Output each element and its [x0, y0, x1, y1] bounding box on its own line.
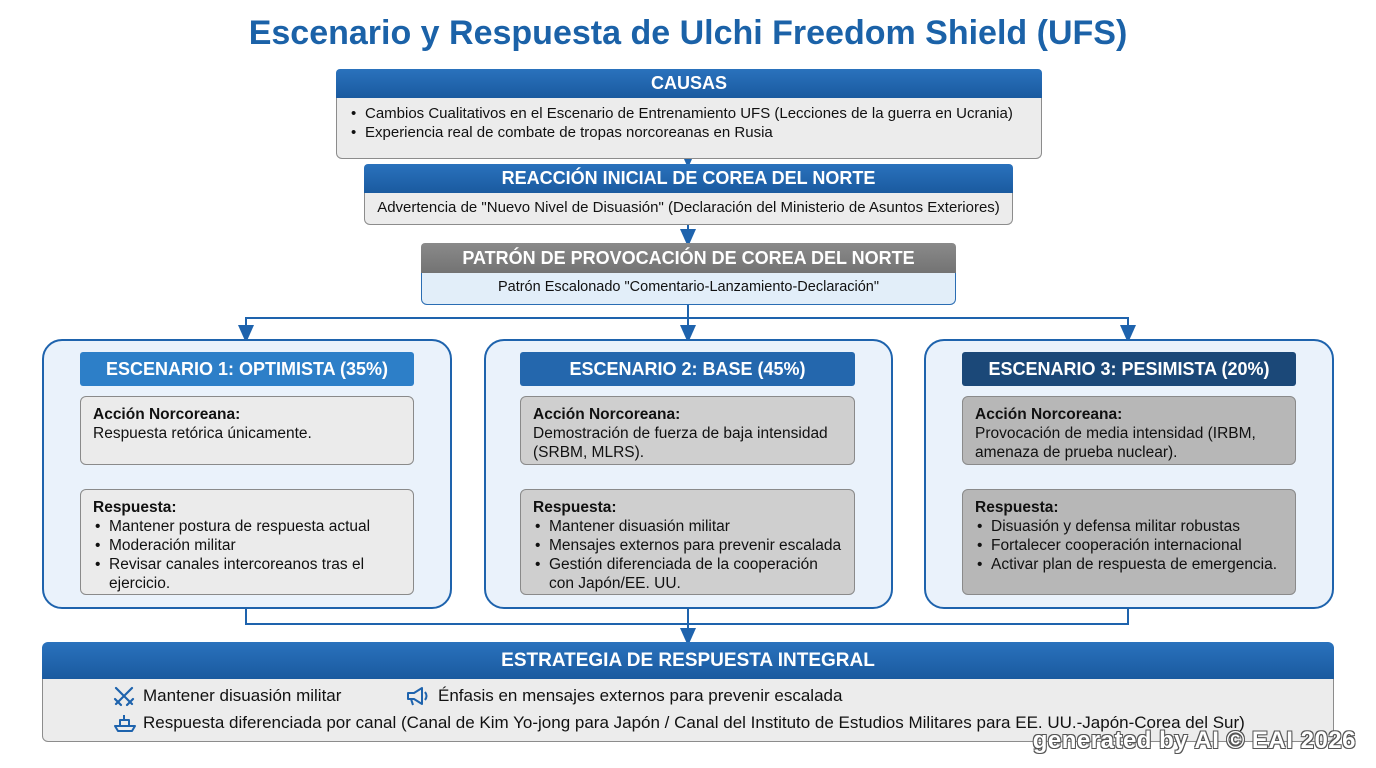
scenario-3-response-label: Respuesta:: [975, 499, 1059, 516]
estrategia-box: ESTRATEGIA DE RESPUESTA INTEGRAL Mantene…: [42, 642, 1334, 742]
response-item: Moderación militar: [93, 536, 403, 555]
scenario-1-response-label: Respuesta:: [93, 499, 177, 516]
response-item: Gestión diferenciada de la cooperación c…: [533, 555, 844, 593]
response-item: Disuasión y defensa militar robustas: [975, 517, 1285, 536]
scenario-1-response-card: Respuesta: Mantener postura de respuesta…: [80, 489, 414, 595]
estrategia-item: Mantener disuasión militar: [143, 686, 342, 705]
scenario-2-action-card: Acción Norcoreana: Demostración de fuerz…: [520, 396, 855, 465]
scenario-2-response-card: Respuesta: Mantener disuasión militar Me…: [520, 489, 855, 595]
estrategia-body: Mantener disuasión militar Énfasis en me…: [42, 679, 1334, 742]
scenario-2-response-label: Respuesta:: [533, 499, 617, 516]
causas-body: Cambios Cualitativos en el Escenario de …: [336, 98, 1042, 159]
reaccion-text: Advertencia de "Nuevo Nivel de Disuasión…: [364, 193, 1013, 225]
reaccion-box: REACCIÓN INICIAL DE COREA DEL NORTE Adve…: [364, 164, 1013, 225]
causas-item: Experiencia real de combate de tropas no…: [349, 123, 1031, 142]
response-item: Mensajes externos para prevenir escalada: [533, 536, 844, 555]
patron-box: PATRÓN DE PROVOCACIÓN DE COREA DEL NORTE…: [421, 243, 956, 305]
scenario-1-action-text: Respuesta retórica únicamente.: [93, 425, 312, 442]
watermark: generated by AI © EAI 2026: [1032, 727, 1356, 754]
estrategia-item: Énfasis en mensajes externos para preven…: [438, 686, 843, 705]
scenario-3-response-list: Disuasión y defensa militar robustas For…: [975, 517, 1285, 574]
scenario-1-action-card: Acción Norcoreana: Respuesta retórica ún…: [80, 396, 414, 465]
scenario-3-action-text: Provocación de media intensidad (IRBM, a…: [975, 425, 1256, 461]
ship-icon: [113, 712, 137, 739]
megaphone-icon: [406, 685, 430, 712]
page-title: Escenario y Respuesta de Ulchi Freedom S…: [248, 14, 1128, 52]
causas-header: CAUSAS: [336, 69, 1042, 98]
response-item: Fortalecer cooperación internacional: [975, 536, 1285, 555]
scenario-2-response-list: Mantener disuasión militar Mensajes exte…: [533, 517, 844, 593]
causas-list: Cambios Cualitativos en el Escenario de …: [349, 104, 1031, 142]
scenario-1-action-label: Acción Norcoreana:: [93, 406, 241, 423]
scenario-3-action-label: Acción Norcoreana:: [975, 406, 1123, 423]
causas-item: Cambios Cualitativos en el Escenario de …: [349, 104, 1031, 123]
estrategia-item: Respuesta diferenciada por canal (Canal …: [143, 713, 1245, 732]
scenario-2-action-label: Acción Norcoreana:: [533, 406, 681, 423]
causas-box: CAUSAS Cambios Cualitativos en el Escena…: [336, 69, 1042, 159]
scenario-2-title: ESCENARIO 2: BASE (45%): [520, 352, 855, 386]
patron-text: Patrón Escalonado "Comentario-Lanzamient…: [421, 273, 956, 305]
crossed-swords-icon: [113, 685, 135, 712]
scenario-3-title: ESCENARIO 3: PESIMISTA (20%): [962, 352, 1296, 386]
response-item: Mantener disuasión militar: [533, 517, 844, 536]
patron-header: PATRÓN DE PROVOCACIÓN DE COREA DEL NORTE: [421, 243, 956, 273]
response-item: Revisar canales intercoreanos tras el ej…: [93, 555, 403, 593]
estrategia-header: ESTRATEGIA DE RESPUESTA INTEGRAL: [42, 642, 1334, 679]
scenario-1-title: ESCENARIO 1: OPTIMISTA (35%): [80, 352, 414, 386]
scenario-1-response-list: Mantener postura de respuesta actual Mod…: [93, 517, 403, 593]
reaccion-header: REACCIÓN INICIAL DE COREA DEL NORTE: [364, 164, 1013, 193]
response-item: Mantener postura de respuesta actual: [93, 517, 403, 536]
scenario-3-action-card: Acción Norcoreana: Provocación de media …: [962, 396, 1296, 465]
scenario-3-response-card: Respuesta: Disuasión y defensa militar r…: [962, 489, 1296, 595]
scenario-2-action-text: Demostración de fuerza de baja intensida…: [533, 425, 828, 461]
response-item: Activar plan de respuesta de emergencia.: [975, 555, 1285, 574]
